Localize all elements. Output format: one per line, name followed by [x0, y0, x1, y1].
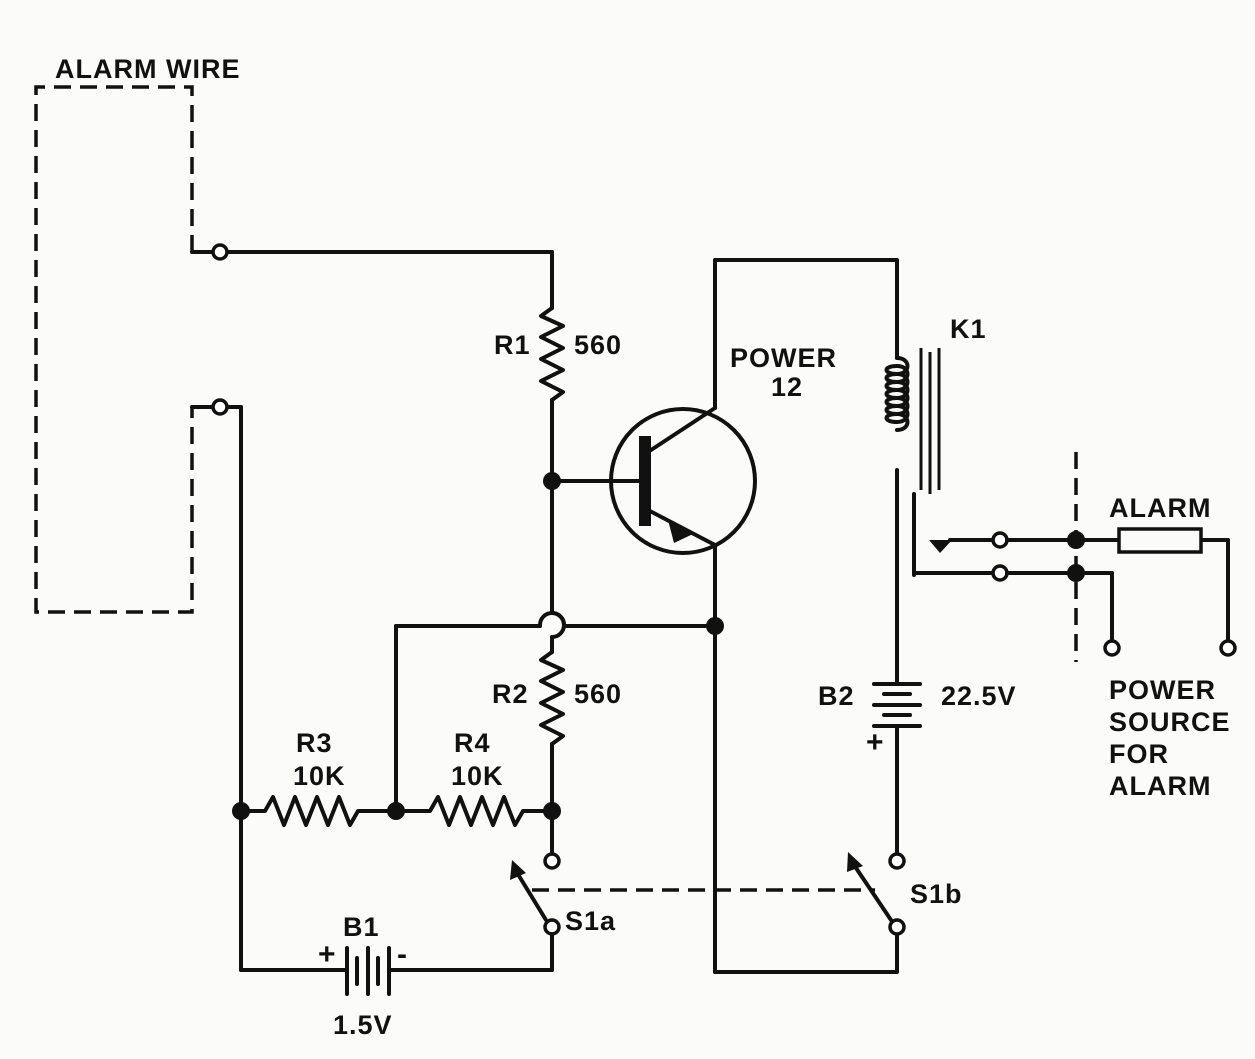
power-source-label: POWER SOURCE FOR ALARM	[1109, 675, 1231, 801]
r3-value: 10K	[293, 761, 346, 791]
r2-resistor	[539, 650, 565, 746]
svg-text:ALARM: ALARM	[1109, 771, 1211, 801]
battery-b2-label: B2	[818, 681, 855, 711]
switch-s1b-top-terminal	[888, 852, 906, 870]
r1-resistor	[539, 306, 565, 402]
transistor-rails	[713, 258, 899, 974]
transistor-label-line1: POWER	[730, 343, 837, 373]
bias-wire	[394, 624, 717, 813]
relay-k1-label: K1	[950, 314, 987, 344]
transistor-label-line2: 12	[771, 372, 803, 402]
relay-contact-bottom-terminal	[991, 564, 1009, 582]
alarm-wire-terminal-bottom	[211, 398, 229, 416]
power-source-terminal-right	[1219, 639, 1237, 657]
battery-b1-plus: +	[318, 938, 336, 971]
battery-b1-minus: -	[397, 938, 407, 971]
relay-contact-top-terminal	[991, 531, 1009, 549]
switch-s1a-label: S1a	[565, 906, 616, 936]
r1-label: R1	[494, 330, 531, 360]
r4-resistor	[394, 795, 554, 827]
battery-b1	[328, 946, 402, 996]
alarm-wire-terminal-top	[211, 243, 229, 261]
switch-s1b-label: S1b	[910, 879, 963, 909]
alarm-wire-label: ALARM WIRE	[55, 54, 240, 84]
alarm-wire-loop	[34, 85, 215, 614]
switch-s1a	[510, 860, 548, 922]
battery-b2	[872, 670, 922, 857]
switch-s1a-top-terminal	[543, 852, 561, 870]
alarm-wiring	[1005, 531, 1230, 644]
battery-b1-label: B1	[343, 912, 380, 942]
svg-text:POWER: POWER	[1109, 675, 1216, 705]
r1-r2-wire	[538, 398, 566, 654]
battery-b2-value: 22.5V	[941, 681, 1017, 711]
switch-s1b-bottom-terminal	[888, 918, 906, 936]
switch-s1a-bottom-terminal	[543, 918, 561, 936]
alarm-label: ALARM	[1109, 493, 1211, 523]
r3-label: R3	[296, 728, 333, 758]
r4-value: 10K	[451, 761, 504, 791]
switch-s1b	[847, 852, 893, 922]
svg-text:FOR: FOR	[1109, 739, 1169, 769]
power-source-terminal-left	[1103, 639, 1121, 657]
alarm-device	[1117, 527, 1203, 554]
r2-value: 560	[574, 679, 622, 709]
r4-label: R4	[454, 728, 491, 758]
r3-resistor	[239, 795, 398, 827]
top-wire	[227, 250, 554, 310]
battery-b2-plus: +	[866, 726, 884, 759]
r2-label: R2	[492, 679, 529, 709]
relay-k1-coil	[884, 346, 941, 674]
battery-b1-value: 1.5V	[333, 1010, 393, 1040]
svg-text:SOURCE: SOURCE	[1109, 707, 1231, 737]
r1-value: 560	[574, 330, 622, 360]
relay-contacts	[912, 492, 1001, 577]
power-transistor	[550, 406, 757, 555]
left-network-wiring	[227, 405, 554, 972]
junction-dots	[232, 472, 724, 820]
